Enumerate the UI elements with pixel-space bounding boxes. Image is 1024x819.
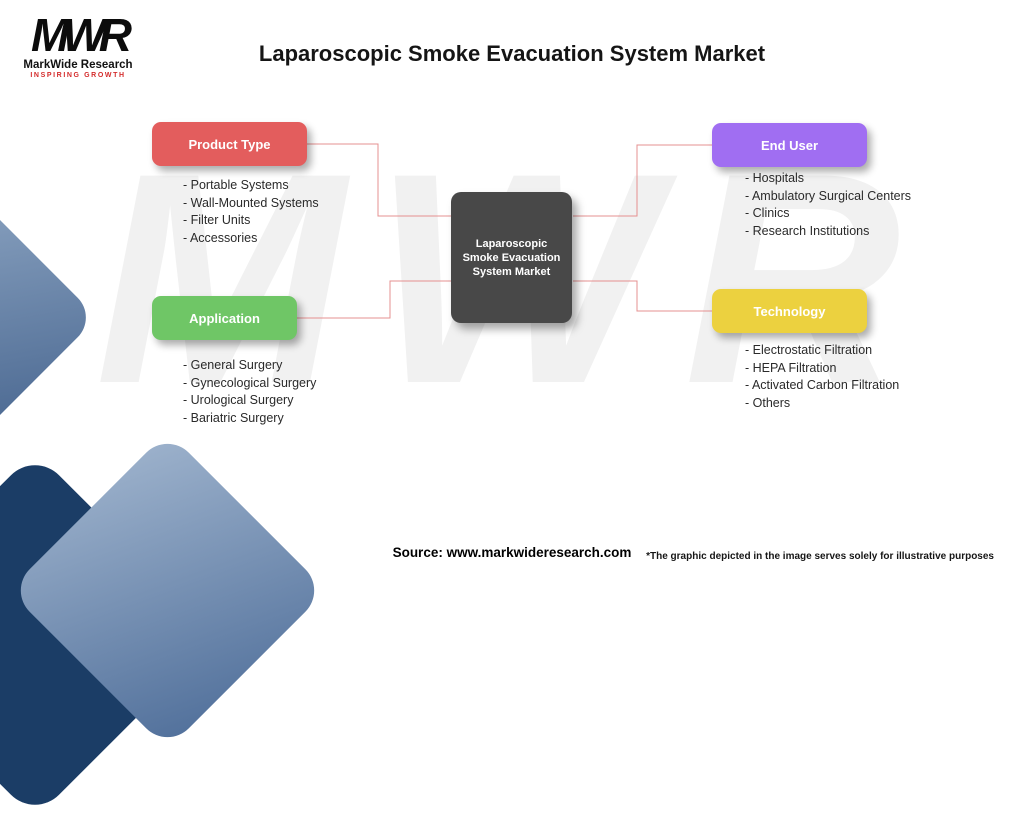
category-list-product-type: - Portable Systems - Wall-Mounted System… <box>183 177 319 247</box>
list-item: - Research Institutions <box>745 223 870 238</box>
list-item: - Bariatric Surgery <box>183 410 284 425</box>
list-item: - Clinics <box>745 206 790 220</box>
list-item: - Others <box>745 395 791 410</box>
list-item: - Electrostatic Filtration <box>745 343 873 357</box>
disclaimer-text: *The graphic depicted in the image serve… <box>646 551 994 562</box>
list-item: - Accessories <box>183 230 258 245</box>
logo-company-name: MarkWide Research <box>23 59 133 71</box>
list-item: - Ambulatory Surgical Centers <box>745 188 912 203</box>
markwide-logo: MWR MarkWide Research Inspiring Growth <box>22 12 134 79</box>
connector-lines <box>297 143 712 319</box>
category-label-product-type: Product Type <box>188 136 271 152</box>
center-market-node: Laparoscopic Smoke Evacuation System Mar… <box>451 192 572 323</box>
logo-mwr-letters: MWR <box>31 9 132 61</box>
source-text: Source: www.markwideresearch.com <box>392 545 632 560</box>
list-item: - Hospitals <box>745 171 805 185</box>
category-label-application: Application <box>189 310 260 326</box>
category-list-end-user: - Hospitals - Ambulatory Surgical Center… <box>745 170 911 240</box>
category-list-application: - General Surgery - Gynecological Surger… <box>183 357 316 427</box>
category-box-application: Application <box>152 296 297 340</box>
list-item: - Urological Surgery <box>183 393 294 407</box>
page-title: Laparoscopic Smoke Evacuation System Mar… <box>258 40 766 66</box>
category-label-technology: Technology <box>753 303 826 319</box>
list-item: - Wall-Mounted Systems <box>183 195 319 210</box>
connector-technology <box>573 280 712 312</box>
list-item: - Portable Systems <box>183 178 289 192</box>
list-item: - HEPA Filtration <box>745 360 837 375</box>
logo-tagline: Inspiring Growth <box>30 72 126 79</box>
category-box-product-type: Product Type <box>152 122 307 166</box>
list-item: - Activated Carbon Filtration <box>745 378 900 392</box>
category-label-end-user: End User <box>760 137 819 153</box>
list-item: - Filter Units <box>183 213 251 227</box>
list-item: - General Surgery <box>183 358 283 372</box>
category-box-technology: Technology <box>712 289 867 333</box>
connector-end-user <box>573 144 712 217</box>
list-item: - Gynecological Surgery <box>183 375 317 390</box>
connector-application <box>297 280 451 319</box>
category-box-end-user: End User <box>712 123 867 167</box>
connector-product-type <box>307 143 451 217</box>
category-list-technology: - Electrostatic Filtration - HEPA Filtra… <box>745 342 899 412</box>
